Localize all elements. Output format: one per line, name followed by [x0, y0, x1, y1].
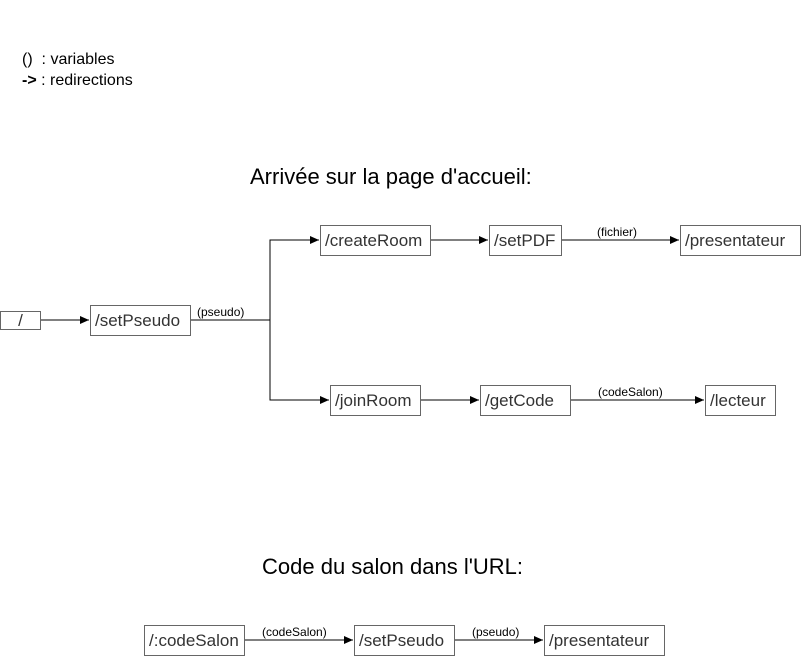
node-code-salon: /:codeSalon — [144, 625, 245, 656]
node-set-pdf: /setPDF — [489, 225, 562, 256]
edge-setpseudo-to-createroom — [190, 236, 319, 321]
node-join-room: /joinRoom — [330, 385, 421, 416]
edge-label-url-code-salon: (codeSalon) — [262, 625, 327, 639]
edge-label-pseudo: (pseudo) — [197, 305, 245, 319]
node-presentateur: /presentateur — [680, 225, 801, 256]
section-title-url: Code du salon dans l'URL: — [262, 554, 524, 579]
node-get-code: /getCode — [480, 385, 571, 416]
node-url-set-pseudo: /setPseudo — [354, 625, 455, 656]
legend-variables-key: () — [22, 51, 33, 68]
edge-label-fichier: (fichier) — [597, 225, 638, 239]
edge-label-code-salon: (codeSalon) — [598, 385, 663, 399]
legend-redirections: -> : redirections — [22, 71, 133, 91]
node-url-presentateur: /presentateur — [544, 625, 665, 656]
node-root: / — [0, 311, 41, 330]
node-lecteur: /lecteur — [705, 385, 776, 416]
legend-variables: () : variables — [22, 50, 114, 70]
legend-redirections-text: : redirections — [36, 72, 133, 89]
legend-variables-text: : variables — [32, 51, 115, 68]
legend-redirections-key: -> — [22, 72, 37, 89]
edge-label-url-pseudo: (pseudo) — [472, 625, 520, 639]
section-title-home: Arrivée sur la page d'accueil: — [250, 164, 532, 189]
node-create-room: /createRoom — [320, 225, 431, 256]
node-set-pseudo: /setPseudo — [90, 305, 191, 336]
edge-setpseudo-to-joinroom — [269, 320, 329, 404]
